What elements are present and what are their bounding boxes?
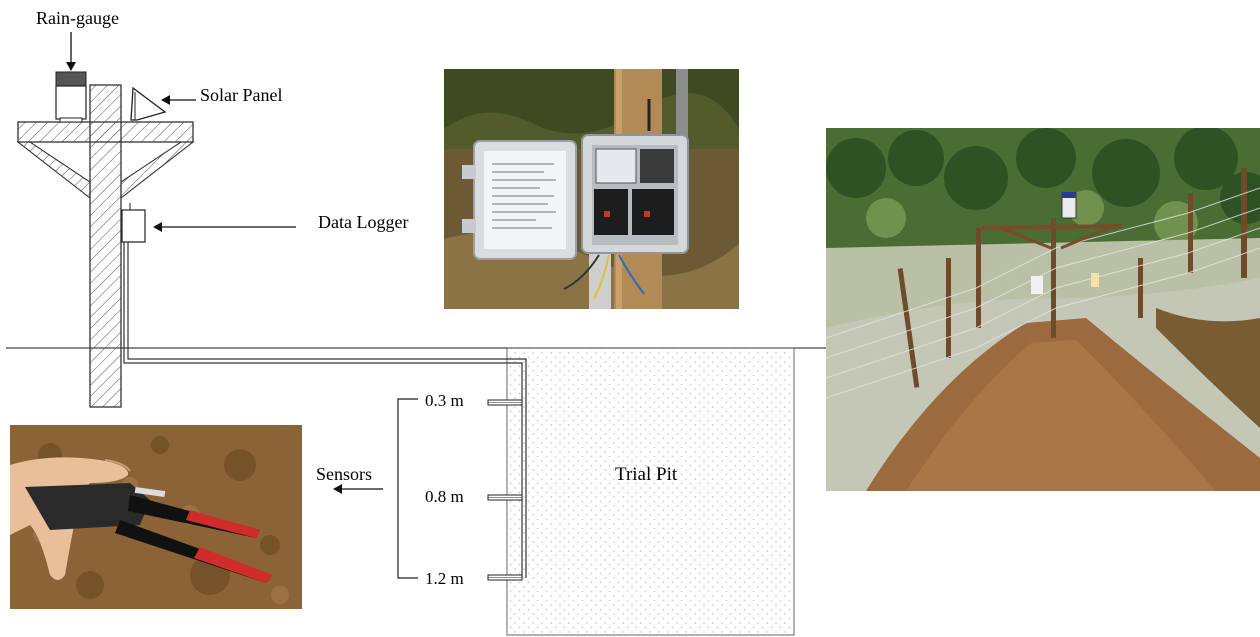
sensors-label: Sensors bbox=[316, 464, 372, 484]
trial-pit bbox=[506, 347, 795, 636]
solar-panel-label: Solar Panel bbox=[200, 85, 283, 105]
left-brace bbox=[16, 141, 91, 200]
depth-label-1-2m: 1.2 m bbox=[425, 569, 464, 588]
rain-gauge-label: Rain-gauge bbox=[36, 8, 119, 28]
sensor-photo bbox=[10, 425, 302, 609]
depth-label-0-8m: 0.8 m bbox=[425, 487, 464, 506]
sensor-0-3m bbox=[487, 399, 523, 406]
cross-beam bbox=[17, 121, 194, 143]
right-brace bbox=[120, 141, 195, 200]
data-logger-label: Data Logger bbox=[318, 212, 408, 232]
depth-label-0-3m: 0.3 m bbox=[425, 391, 464, 410]
data-logger-photo bbox=[444, 69, 739, 309]
sensor-0-8m bbox=[487, 494, 523, 501]
site-photo bbox=[826, 128, 1260, 491]
solar-panel bbox=[130, 86, 167, 121]
sensor-1-2m bbox=[487, 574, 523, 581]
rain-gauge bbox=[55, 71, 87, 123]
sensor-bracket bbox=[397, 398, 418, 579]
data-logger-box bbox=[121, 209, 146, 243]
trial-pit-label: Trial Pit bbox=[615, 464, 678, 485]
sensor-cable bbox=[123, 242, 527, 578]
